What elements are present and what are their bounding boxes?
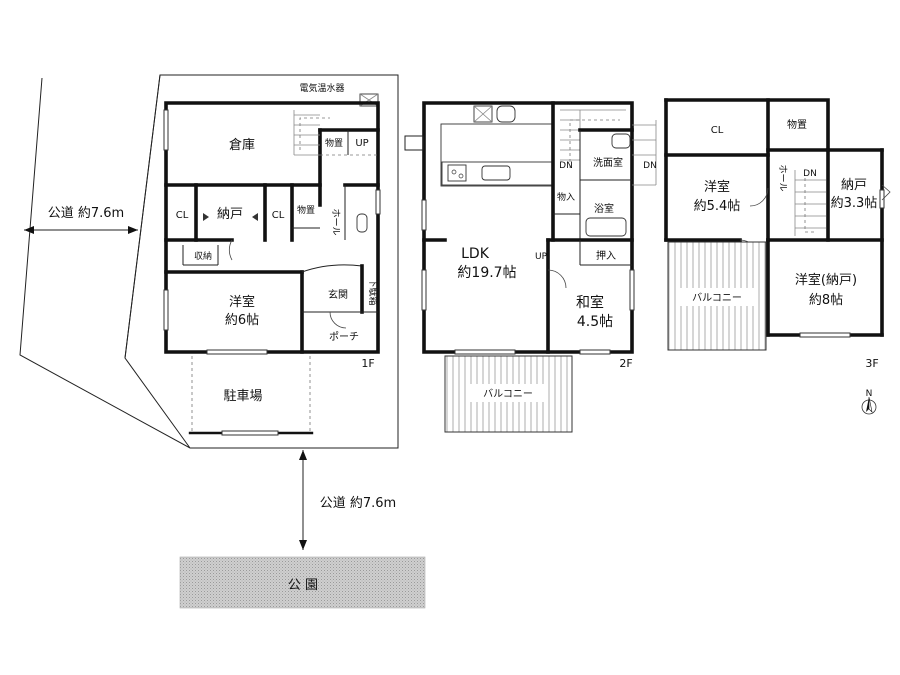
floor-label-1f: 1F [361, 357, 374, 370]
stairs-3f [794, 170, 826, 236]
western-room-1-size-3f: 約5.4帖 [694, 199, 741, 214]
water-heater-label: 電気温水器 [299, 82, 344, 94]
parking-label: 駐車場 [223, 389, 262, 404]
balcony-2f: バルコニー [444, 355, 573, 433]
closet-label-3f: CL [711, 125, 724, 136]
japanese-room-size: 4.5帖 [577, 314, 613, 330]
up-label-2f: UP [535, 252, 548, 262]
park-label: 公 園 [288, 578, 318, 593]
north-arrow-icon: N [861, 389, 877, 415]
road-width-dimension-left: 公道 約7.6m [24, 203, 138, 234]
shoe-box-label: 下駄箱 [367, 278, 379, 305]
dn-label-3f: DN [803, 169, 817, 179]
bath-label: 浴室 [594, 202, 614, 215]
storage-label-1f-top: 物置 [325, 137, 343, 149]
dn-label-2f-left: DN [559, 161, 573, 171]
hall-label-1f: ホール [330, 208, 341, 235]
closet-label-2f: 押入 [596, 249, 616, 262]
stairs-2f-right [632, 120, 657, 186]
floor-3-plan: CL 物置 DN ホール 洋室 約5.4帖 納戸 約3.3帖 バルコニー 洋室(… [664, 98, 891, 415]
stairs-1f [293, 110, 330, 156]
ldk-size: 約19.7帖 [457, 265, 516, 281]
road-width-dimension-bottom: 公道 約7.6m [299, 450, 396, 550]
dn-label-2f-right: DN [643, 161, 657, 171]
nando-label-3f: 納戸 [841, 178, 867, 193]
western-room-1-label-3f: 洋室 [704, 179, 730, 195]
western-room-2-label-3f: 洋室(納戸) [795, 272, 857, 288]
site-boundary [19, 74, 399, 449]
toilet-1f [356, 213, 368, 233]
balcony-3f: バルコニー [667, 241, 767, 351]
washroom-label: 洗面室 [593, 156, 623, 169]
ldk-label: LDK [461, 246, 490, 262]
western-room-label-1f: 洋室 [229, 294, 255, 310]
japanese-room-label: 和室 [576, 294, 604, 311]
western-room-2-size-3f: 約8帖 [809, 293, 843, 308]
genkan-label: 玄関 [328, 288, 348, 301]
park-area: 公 園 [179, 556, 426, 609]
floor-1-plan: 電気温水器 物置 UP 倉庫 CL 納戸 CL 物置 [163, 82, 381, 436]
nando-size-3f: 約3.3帖 [831, 196, 878, 211]
hall-label-3f: ホール [777, 164, 788, 191]
up-label-1f: UP [355, 138, 368, 149]
road-label-bottom: 公道 約7.6m [320, 496, 396, 511]
floor-2-plan: DN 洗面室 浴室 DN 物入 押入 UP [404, 101, 657, 433]
closet-label-left: CL [176, 210, 189, 221]
floor-label-2f: 2F [619, 357, 632, 370]
balcony-label-3f: バルコニー [692, 292, 742, 304]
floor-label-3f: 3F [865, 357, 878, 370]
porch-label: ポーチ [329, 331, 359, 343]
nando-label-1f: 納戸 [217, 207, 243, 222]
balcony-label-2f: バルコニー [483, 388, 533, 400]
road-label-left: 公道 約7.6m [48, 206, 124, 221]
storage-label-2f: 物入 [557, 191, 575, 203]
warehouse-label: 倉庫 [229, 138, 255, 153]
north-label: N [866, 389, 873, 399]
storage-label-3f: 物置 [787, 118, 807, 131]
western-room-size-1f: 約6帖 [225, 313, 259, 328]
shuno-label: 収納 [194, 250, 212, 262]
parking-area: 駐車場 [188, 356, 314, 436]
closet-label-right: CL [272, 210, 285, 221]
storage-label-1f-mid: 物置 [297, 204, 315, 216]
